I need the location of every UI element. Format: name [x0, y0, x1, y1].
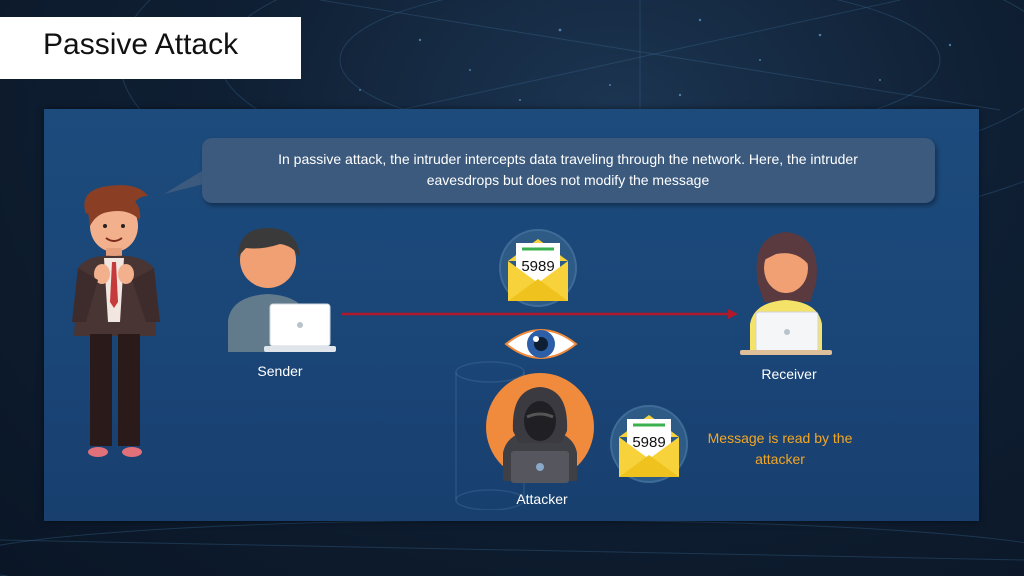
message-envelope-icon	[499, 229, 577, 307]
intercepted-envelope-icon	[610, 405, 688, 483]
attacker-note: Message is read by the attacker	[707, 430, 853, 467]
receiver-label: Receiver	[761, 366, 817, 382]
receiver-avatar	[740, 232, 832, 355]
speech-bubble	[202, 138, 935, 203]
title-box	[0, 17, 301, 79]
presenter-figure	[72, 185, 160, 457]
transmission-arrow	[342, 309, 738, 319]
eye-icon	[504, 329, 578, 359]
attacker-label: Attacker	[516, 491, 568, 507]
attacker-avatar	[486, 373, 594, 483]
slide-title: Passive Attack	[43, 28, 239, 61]
sender-avatar	[228, 228, 336, 352]
intercepted-message-code: 5989	[632, 434, 666, 451]
explanation-text: In passive attack, the intruder intercep…	[278, 151, 858, 188]
message-code: 5989	[521, 258, 555, 275]
sender-label: Sender	[257, 363, 303, 379]
